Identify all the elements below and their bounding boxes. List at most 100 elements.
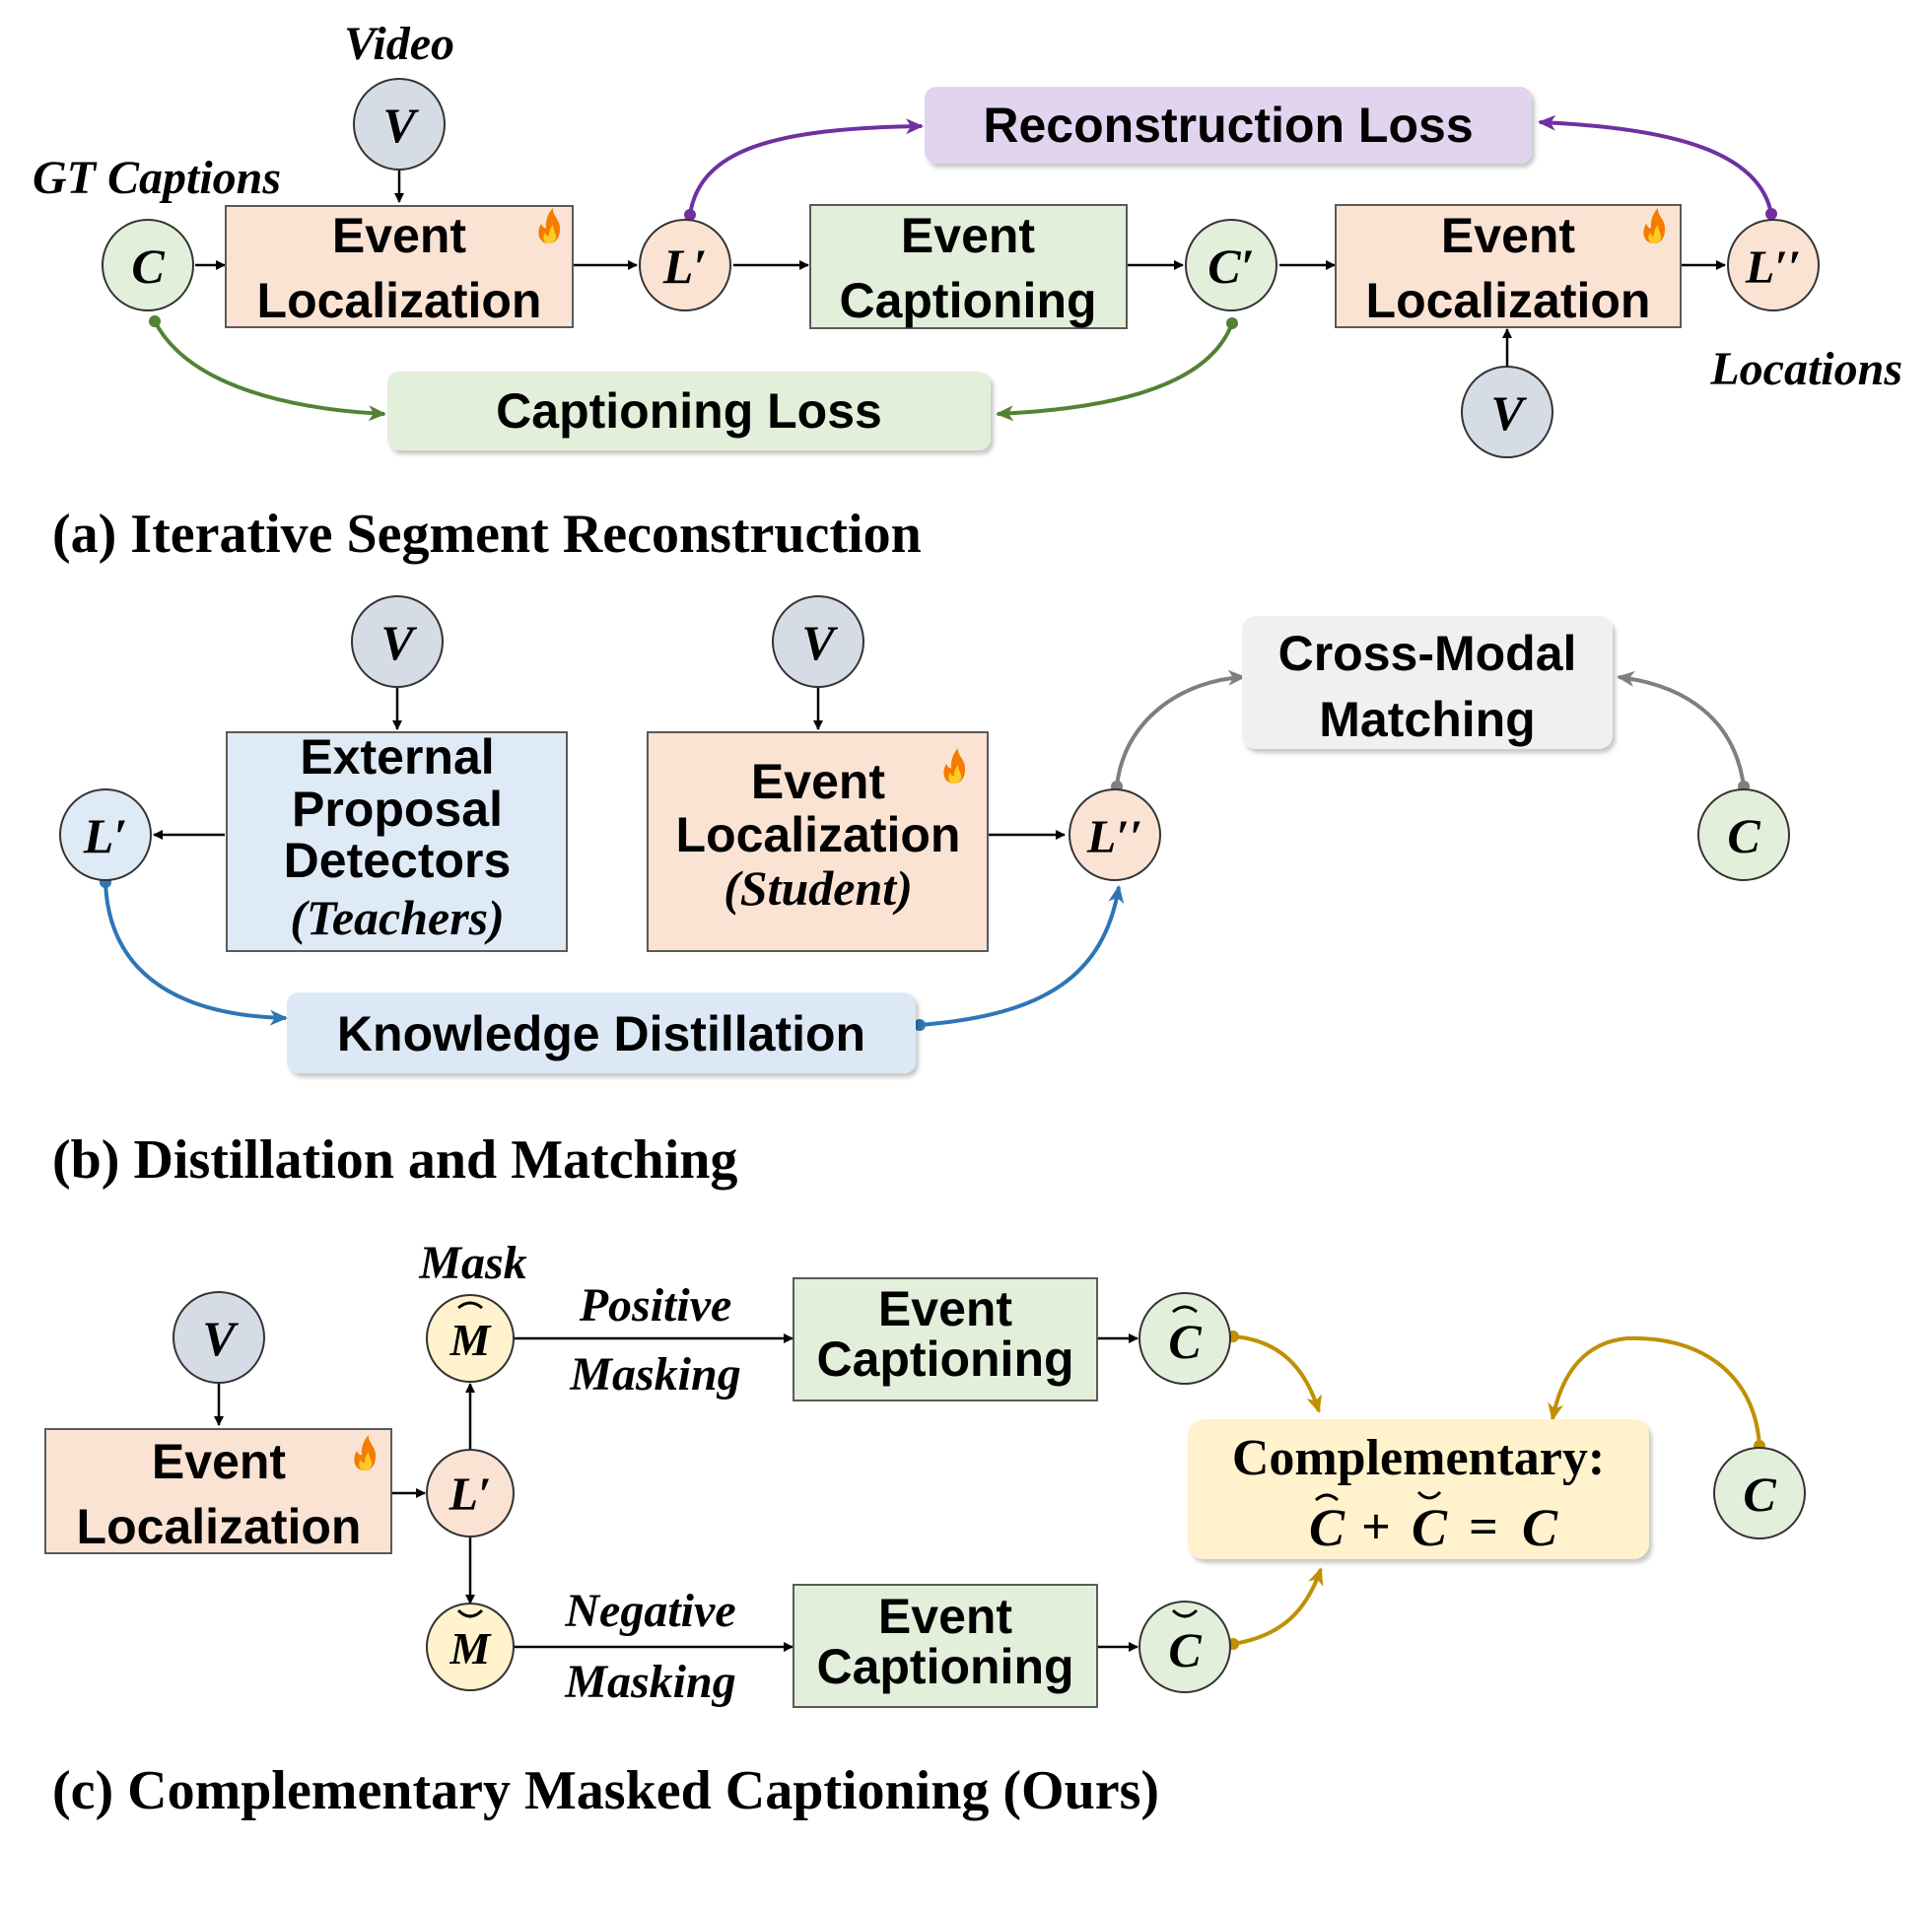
student-line1: Event xyxy=(751,754,886,809)
arrow-l2-to-recon-loss xyxy=(1538,114,1773,215)
panel-c-caption: (c) Complementary Masked Captioning (Our… xyxy=(52,1760,1159,1821)
arrow-chat-to-comp xyxy=(1232,1334,1322,1413)
event-captioning-line1: Event xyxy=(901,208,1036,263)
node-c-c xyxy=(1713,1447,1806,1539)
eq-c-hat: C xyxy=(1309,1498,1346,1557)
event-captioning-top-line1: Event xyxy=(878,1281,1013,1336)
cross-modal-matching-box xyxy=(1242,616,1613,749)
node-c-check xyxy=(1138,1601,1231,1693)
node-v-top-label: V xyxy=(382,98,419,153)
node-v-top xyxy=(353,78,446,171)
arrow-c-to-comp xyxy=(1548,1335,1761,1447)
arrow-c2-to-cap-loss xyxy=(996,322,1234,422)
panel-a: Reconstruction Loss Captioning Loss Even… xyxy=(33,18,1902,565)
reconstruction-loss-box xyxy=(925,87,1532,164)
node-c-prime xyxy=(1185,219,1277,311)
event-localization-1-line2: Localization xyxy=(257,273,542,328)
ext-line3: Detectors xyxy=(284,833,512,888)
node-c-label: C xyxy=(131,239,165,294)
panel-a-caption: (a) Iterative Segment Reconstruction xyxy=(52,504,922,565)
ext-line2: Proposal xyxy=(292,782,503,837)
node-v-c xyxy=(172,1291,265,1384)
knowledge-distillation-label: Knowledge Distillation xyxy=(337,1006,865,1061)
event-localization-1-line1: Event xyxy=(332,208,467,263)
event-localization-2-line2: Localization xyxy=(1366,273,1651,328)
event-captioning-top-line2: Captioning xyxy=(816,1332,1073,1387)
event-captioning-bottom-line1: Event xyxy=(878,1589,1013,1644)
c-check-mark xyxy=(1171,1608,1199,1618)
event-captioning-box-top xyxy=(793,1277,1098,1401)
dot-c2-caploss xyxy=(1226,317,1238,329)
dot-l1-recon xyxy=(684,209,696,221)
event-localization-c-line2: Localization xyxy=(77,1499,362,1554)
node-l-prime-b-label: L′ xyxy=(83,808,128,863)
gt-captions-label: GT Captions xyxy=(33,152,281,204)
arrow-l1-to-kd xyxy=(104,881,288,1026)
c-hat-mark xyxy=(1172,1305,1198,1314)
node-m-hat xyxy=(426,1294,515,1383)
node-l-double-prime xyxy=(1727,219,1820,311)
knowledge-distillation-box xyxy=(287,992,916,1073)
eq-c: C xyxy=(1522,1498,1558,1557)
node-v-left-label: V xyxy=(380,615,417,670)
event-captioning-bottom-line2: Captioning xyxy=(816,1639,1073,1694)
event-localization-2-line1: Event xyxy=(1441,208,1576,263)
node-l-prime-b xyxy=(59,788,152,881)
mask-label: Mask xyxy=(418,1237,526,1289)
node-c-b xyxy=(1697,788,1790,881)
node-m-hat-label: M xyxy=(449,1315,493,1365)
negative-masking-line1: Negative xyxy=(564,1585,735,1637)
arrow-c-to-cross xyxy=(1617,670,1746,787)
eq-plus: + xyxy=(1361,1499,1391,1555)
event-localization-c-line1: Event xyxy=(152,1434,287,1489)
event-captioning-box-bottom xyxy=(793,1584,1098,1708)
eq-hat-mark xyxy=(1314,1493,1340,1502)
complementary-equation: C + C = C xyxy=(1309,1490,1558,1557)
node-c-c-label: C xyxy=(1743,1467,1776,1522)
node-v-mid-label: V xyxy=(801,615,838,670)
external-proposal-detectors-box xyxy=(226,731,568,952)
arrow-l2-to-cross xyxy=(1115,669,1246,787)
node-l-prime-c xyxy=(426,1449,515,1537)
captioning-loss-label: Captioning Loss xyxy=(496,383,882,439)
panel-c: Event Localization Event Captioning Even… xyxy=(44,1237,1806,1821)
node-v-left xyxy=(351,595,444,688)
positive-masking-line1: Positive xyxy=(579,1279,732,1332)
complementary-box xyxy=(1188,1419,1649,1559)
node-l-double-prime-label: L′′ xyxy=(1745,241,1801,294)
event-localization-box-2 xyxy=(1335,204,1682,328)
student-sub: (Student) xyxy=(724,860,913,916)
student-line2: Localization xyxy=(676,807,961,862)
eq-equals: = xyxy=(1469,1499,1498,1555)
locations-label: Locations xyxy=(1709,343,1902,395)
node-c-hat-label: C xyxy=(1168,1314,1202,1369)
eq-check-mark xyxy=(1416,1490,1442,1500)
event-localization-box-c xyxy=(44,1428,392,1554)
panel-b-caption: (b) Distillation and Matching xyxy=(52,1129,737,1191)
ext-teachers: (Teachers) xyxy=(290,890,505,945)
node-l-prime xyxy=(639,219,731,311)
node-v-mid xyxy=(772,595,864,688)
node-m-check xyxy=(426,1603,515,1691)
m-check-mark xyxy=(456,1608,484,1618)
captioning-loss-box xyxy=(387,372,991,450)
student-localization-box xyxy=(647,731,989,952)
node-m-check-label: M xyxy=(449,1623,493,1673)
reconstruction-loss-label: Reconstruction Loss xyxy=(983,98,1473,153)
panel-b: External Proposal Detectors (Teachers) E… xyxy=(52,595,1790,1191)
node-c xyxy=(102,219,194,311)
node-l-prime-c-label: L′ xyxy=(448,1468,492,1521)
node-l-double-prime-b xyxy=(1069,788,1161,881)
event-captioning-box xyxy=(809,204,1128,329)
dot-kd-l2 xyxy=(914,1019,926,1031)
node-l-double-prime-b-label: L′′ xyxy=(1086,811,1142,863)
node-c-b-label: C xyxy=(1727,808,1760,863)
event-captioning-line2: Captioning xyxy=(839,273,1096,328)
video-label: Video xyxy=(344,18,454,70)
positive-masking-line2: Masking xyxy=(569,1348,740,1400)
cross-modal-line1: Cross-Modal xyxy=(1278,626,1577,681)
ext-line1: External xyxy=(300,729,494,785)
node-c-check-label: C xyxy=(1168,1622,1202,1677)
arrow-kd-to-l2 xyxy=(919,885,1125,1027)
